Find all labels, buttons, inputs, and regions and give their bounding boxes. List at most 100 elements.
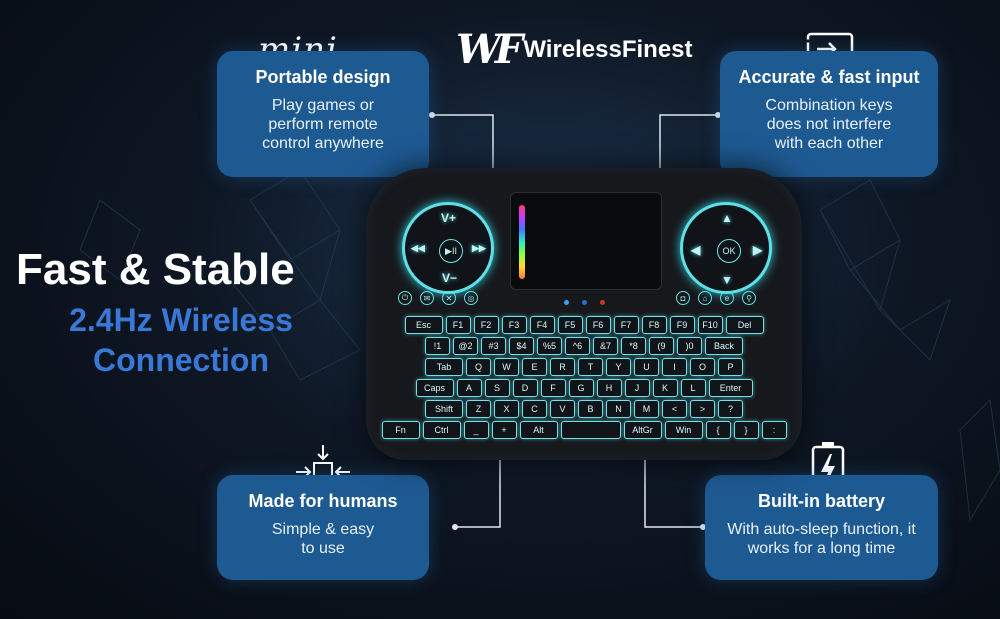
brand-logo: WF (456, 26, 523, 73)
key[interactable]: L (680, 379, 706, 397)
card-title: Portable design (255, 67, 391, 87)
key[interactable]: @2 (453, 337, 478, 355)
play-pause-button[interactable]: ▶II (439, 239, 463, 263)
key[interactable]: Enter (708, 379, 753, 397)
key[interactable]: *8 (621, 337, 646, 355)
key[interactable]: E (522, 358, 547, 376)
key[interactable]: !1 (425, 337, 450, 355)
key[interactable]: (9 (649, 337, 674, 355)
key[interactable]: U (634, 358, 659, 376)
key[interactable]: F (540, 379, 566, 397)
browser-icon[interactable]: e (720, 291, 734, 305)
key[interactable]: $4 (509, 337, 534, 355)
key[interactable]: Fn (381, 421, 420, 439)
key[interactable]: F10 (697, 316, 723, 334)
key[interactable]: Caps (415, 379, 454, 397)
key[interactable]: G (568, 379, 594, 397)
key[interactable]: M (634, 400, 659, 418)
key[interactable]: Shift (425, 400, 463, 418)
key[interactable]: F6 (585, 316, 611, 334)
key[interactable]: %5 (537, 337, 562, 355)
key[interactable]: _ (463, 421, 489, 439)
indicator-led (564, 300, 569, 305)
battery-card: Built-in battery With auto-sleep functio… (705, 475, 938, 580)
key[interactable]: P (718, 358, 743, 376)
brand: WF WirelessFinest (456, 30, 693, 70)
key[interactable]: : (761, 421, 787, 439)
key[interactable]: W (494, 358, 519, 376)
key[interactable]: Q (466, 358, 491, 376)
key[interactable]: } (733, 421, 759, 439)
key[interactable]: Ctrl (422, 421, 461, 439)
key[interactable]: F1 (445, 316, 471, 334)
key[interactable]: Alt (519, 421, 558, 439)
left-arrow-button[interactable]: ◀ (691, 243, 701, 257)
key[interactable]: S (484, 379, 510, 397)
key[interactable]: Z (466, 400, 491, 418)
key[interactable]: X (494, 400, 519, 418)
mini-keyboard: V+ V− ◀◀ ▶▶ ▶II ▲ ▼ ◀ ▶ OK ⏻ ✉ ✕ ◎ ◘ ⌂ e… (366, 168, 802, 460)
key[interactable]: F9 (669, 316, 695, 334)
key[interactable]: ? (718, 400, 743, 418)
key[interactable]: A (456, 379, 482, 397)
up-arrow-button[interactable]: ▲ (721, 211, 733, 225)
headline-sub-1: 2.4Hz Wireless (69, 302, 293, 338)
key[interactable]: Esc (404, 316, 443, 334)
key[interactable]: T (578, 358, 603, 376)
key[interactable]: AltGr (623, 421, 662, 439)
key[interactable]: Del (725, 316, 764, 334)
mute-icon[interactable]: ✕ (442, 291, 456, 305)
key[interactable]: Tab (425, 358, 463, 376)
key[interactable]: F2 (473, 316, 499, 334)
key[interactable]: I (662, 358, 687, 376)
key[interactable]: )0 (677, 337, 702, 355)
indicator-led (600, 300, 605, 305)
rewind-button[interactable]: ◀◀ (411, 243, 425, 253)
touchpad[interactable] (510, 192, 662, 290)
navigation-dpad[interactable]: ▲ ▼ ◀ ▶ OK (680, 202, 772, 294)
key[interactable]: B (578, 400, 603, 418)
key[interactable]: N (606, 400, 631, 418)
key[interactable]: ^6 (565, 337, 590, 355)
key[interactable]: J (624, 379, 650, 397)
key[interactable]: K (652, 379, 678, 397)
down-arrow-button[interactable]: ▼ (721, 273, 733, 287)
key[interactable]: Y (606, 358, 631, 376)
volume-down-button[interactable]: V− (442, 271, 458, 285)
key[interactable]: F8 (641, 316, 667, 334)
key[interactable]: D (512, 379, 538, 397)
key[interactable]: F7 (613, 316, 639, 334)
key[interactable]: Win (664, 421, 703, 439)
media-dpad[interactable]: V+ V− ◀◀ ▶▶ ▶II (402, 202, 494, 294)
indicator-led (582, 300, 587, 305)
key[interactable]: Back (705, 337, 743, 355)
right-arrow-button[interactable]: ▶ (753, 243, 763, 257)
home-icon[interactable]: ⌂ (698, 291, 712, 305)
key[interactable]: F3 (501, 316, 527, 334)
spacebar-key[interactable] (560, 421, 621, 439)
key[interactable]: { (705, 421, 731, 439)
power-icon[interactable]: ⏻ (398, 291, 412, 305)
forward-button[interactable]: ▶▶ (472, 243, 486, 253)
key[interactable]: R (550, 358, 575, 376)
key[interactable]: #3 (481, 337, 506, 355)
key[interactable]: V (550, 400, 575, 418)
mail-icon[interactable]: ✉ (420, 291, 434, 305)
key[interactable]: + (491, 421, 517, 439)
key[interactable]: < (662, 400, 687, 418)
key[interactable]: F4 (529, 316, 555, 334)
mouse-icon[interactable]: ◎ (464, 291, 478, 305)
key[interactable]: H (596, 379, 622, 397)
ok-button[interactable]: OK (717, 239, 741, 263)
search-icon[interactable]: ⚲ (742, 291, 756, 305)
key[interactable]: F5 (557, 316, 583, 334)
lock-icon[interactable]: ◘ (676, 291, 690, 305)
key[interactable]: O (690, 358, 715, 376)
key[interactable]: &7 (593, 337, 618, 355)
volume-up-button[interactable]: V+ (441, 211, 457, 225)
key[interactable]: > (690, 400, 715, 418)
key[interactable]: C (522, 400, 547, 418)
card-text: With auto-sleep function, it works for a… (727, 521, 916, 557)
